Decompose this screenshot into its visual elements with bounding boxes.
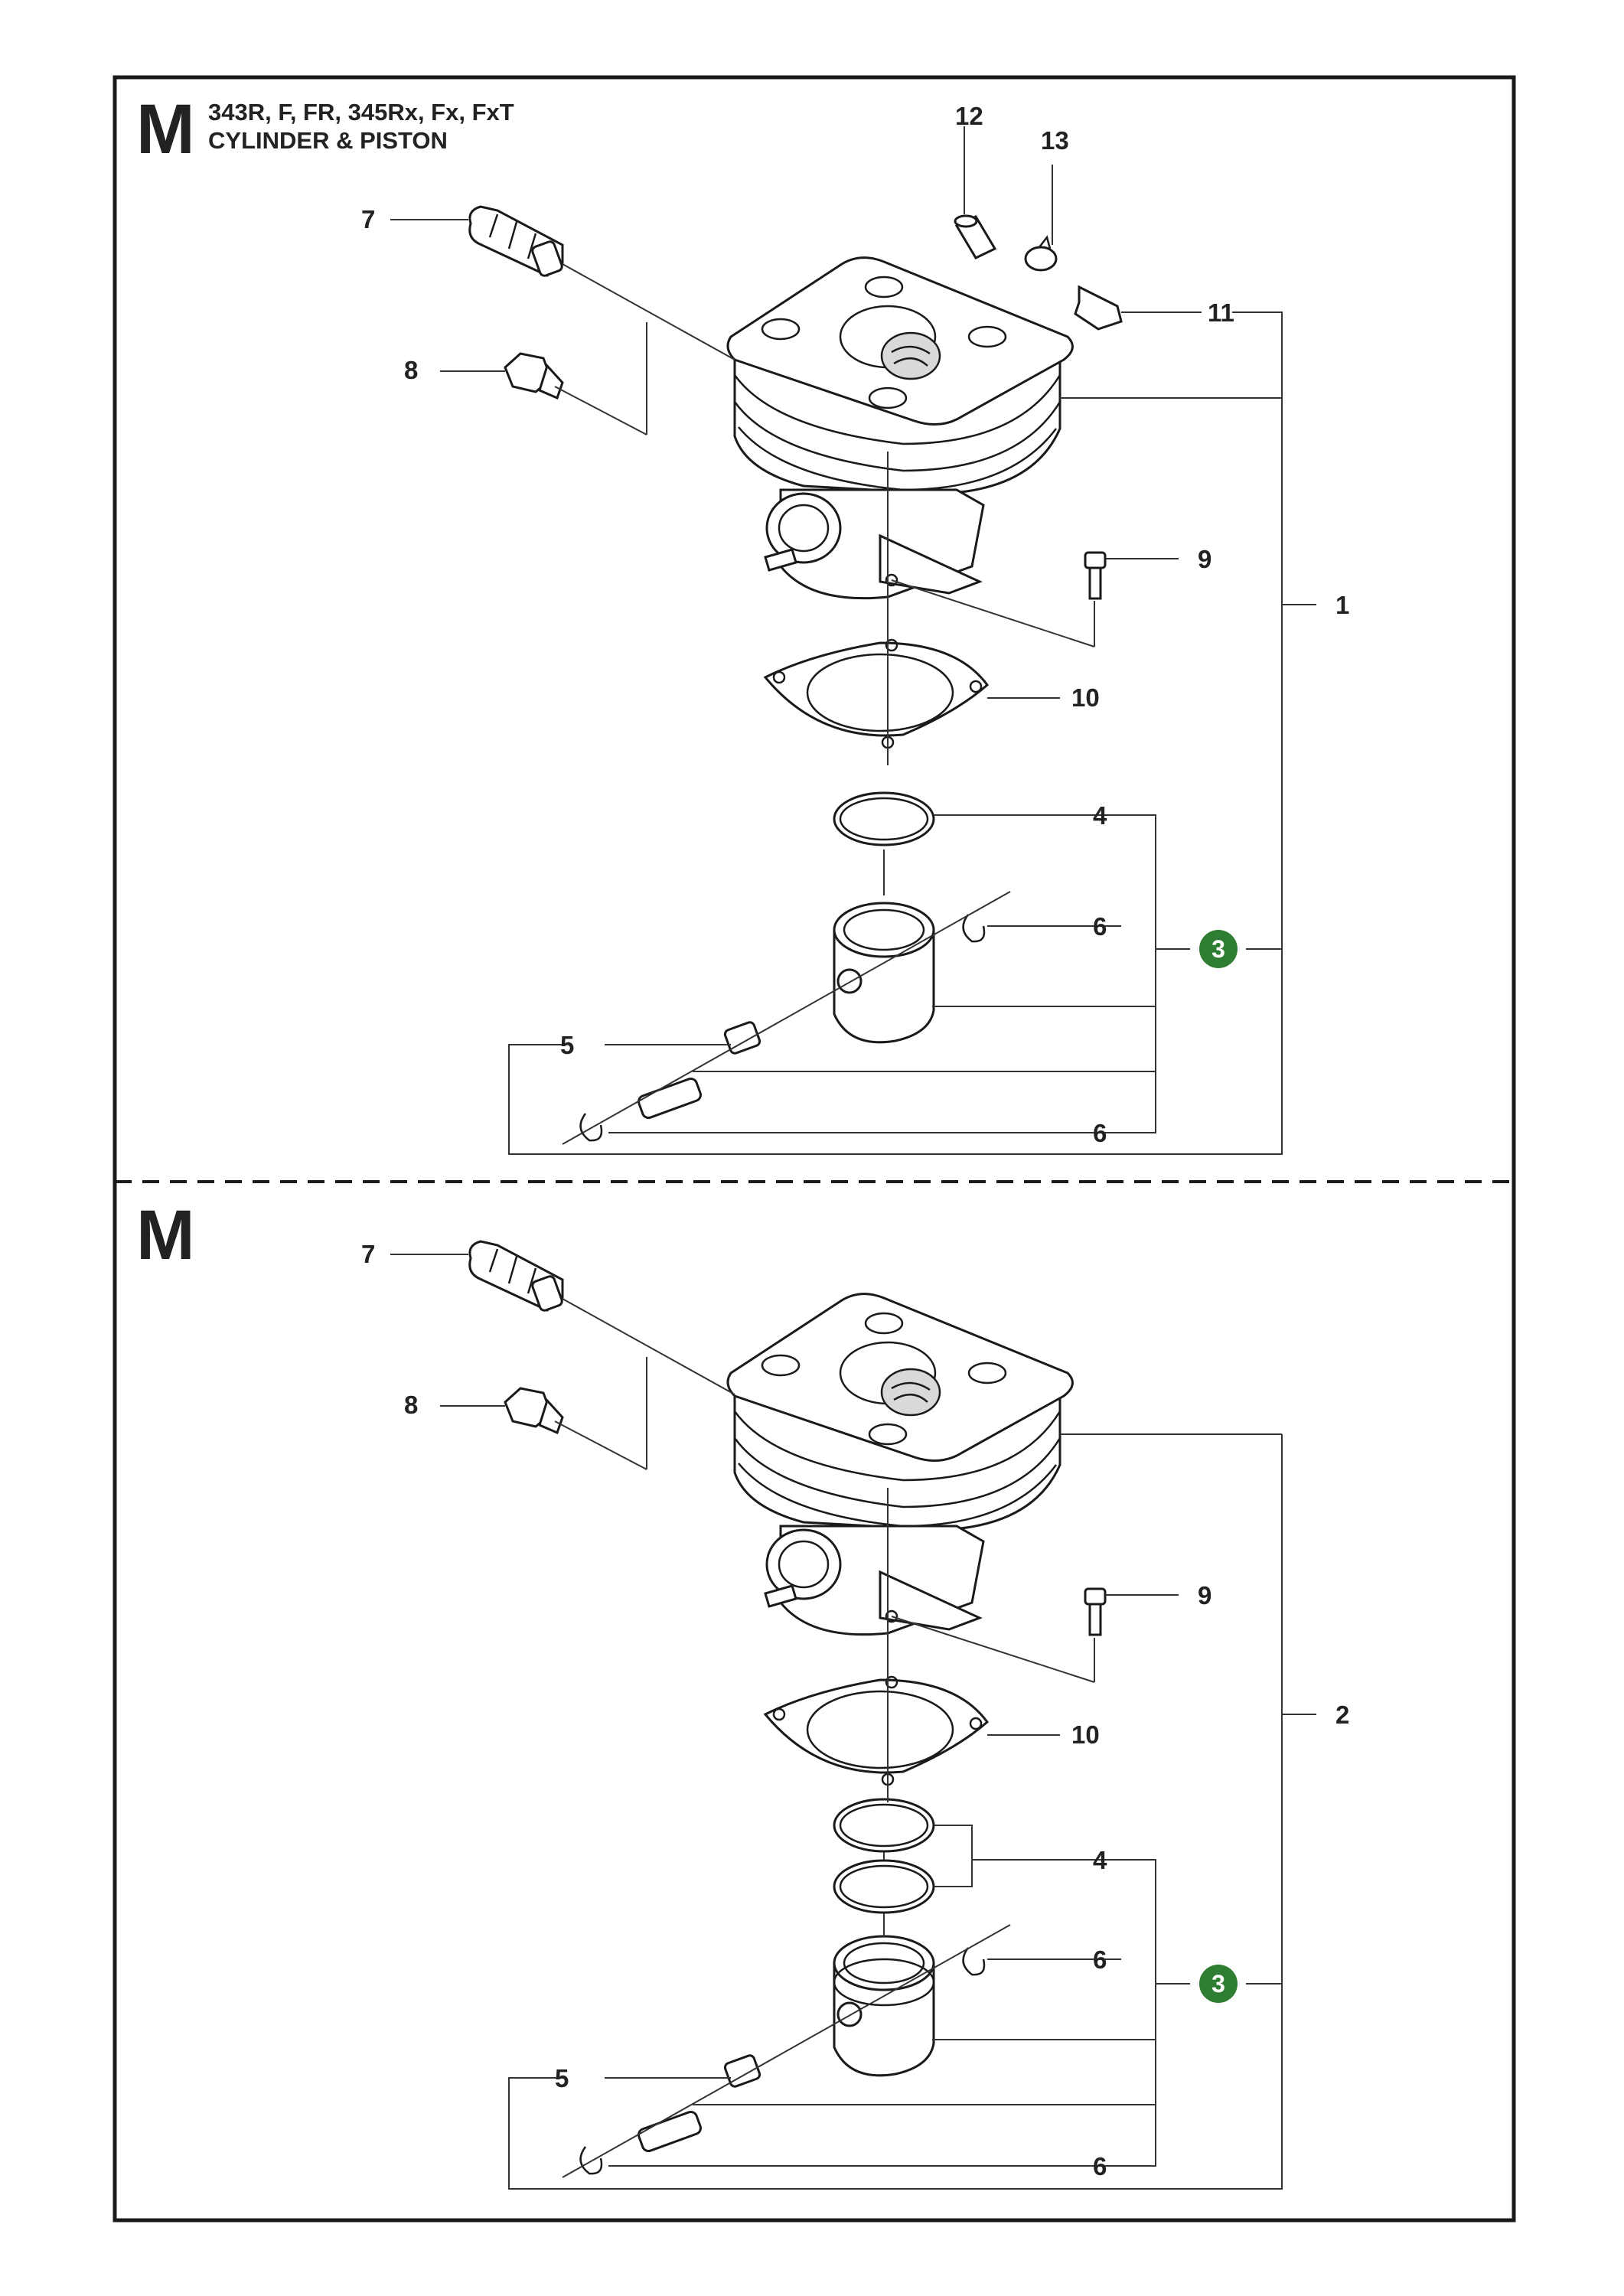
callout-5: 5 <box>560 1031 574 1059</box>
callout-9-bottom: 9 <box>1198 1581 1211 1609</box>
section-title: CYLINDER & PISTON <box>208 127 448 154</box>
piston-drawing <box>833 902 935 1044</box>
callout-4: 4 <box>1093 801 1107 830</box>
part-10-drawing-bottom <box>763 1675 990 1786</box>
callout-10: 10 <box>1071 683 1100 712</box>
part-9-drawing <box>1084 551 1107 600</box>
part-8-drawing <box>504 352 564 400</box>
callout-8-bottom: 8 <box>404 1391 418 1419</box>
callout-3: 3 <box>1211 935 1225 963</box>
callout-3-bottom: 3 <box>1211 1970 1225 1998</box>
section-letter-bottom: M <box>136 1196 195 1274</box>
bottom-leaders <box>390 1254 1316 2190</box>
callout-8: 8 <box>404 356 418 384</box>
callout-1: 1 <box>1335 591 1349 619</box>
parts-11-13-drawing <box>954 214 1123 331</box>
callout-11: 11 <box>1208 298 1234 327</box>
part-9-drawing-bottom <box>1084 1587 1107 1636</box>
callout-13: 13 <box>1041 126 1069 155</box>
callout-7: 7 <box>361 205 375 233</box>
callout-12: 12 <box>955 102 983 130</box>
cylinder-drawing-bottom <box>726 1293 1074 1636</box>
part-6-clips <box>579 914 986 1142</box>
callout-3-badge: 3 <box>1199 930 1238 968</box>
callout-6b: 6 <box>1093 1119 1107 1147</box>
callout-10-bottom: 10 <box>1071 1720 1100 1749</box>
piston-drawing-bottom <box>562 1924 1011 2178</box>
top-assembly: 7 8 12 13 11 9 1 10 4 6 6 5 3 <box>361 102 1349 1155</box>
callout-2: 2 <box>1335 1701 1349 1729</box>
callout-4-bottom: 4 <box>1093 1846 1107 1874</box>
callout-6a-bottom: 6 <box>1093 1945 1107 1974</box>
section-letter-top: M <box>136 90 195 168</box>
page-frame <box>113 75 1516 2223</box>
callout-6a: 6 <box>1093 912 1107 941</box>
part-4-drawing <box>833 791 935 846</box>
callout-6b-bottom: 6 <box>1093 2152 1107 2180</box>
part-10-drawing <box>763 638 990 749</box>
part-4-drawing-bottom <box>833 1798 935 1914</box>
part-5-drawing <box>562 891 1011 1145</box>
bottom-assembly: 7 8 9 2 10 4 6 6 5 3 <box>361 1240 1349 2190</box>
callout-7-bottom: 7 <box>361 1240 375 1268</box>
part-7-drawing-bottom <box>468 1240 564 1435</box>
part-7-drawing <box>468 205 564 277</box>
cylinder-drawing <box>726 256 1074 600</box>
callout-5-bottom: 5 <box>555 2064 569 2092</box>
callout-3-badge-bottom: 3 <box>1199 1965 1238 2003</box>
top-leaders <box>390 126 1316 1155</box>
model-line: 343R, F, FR, 345Rx, Fx, FxT <box>208 99 514 126</box>
callout-9: 9 <box>1198 545 1211 573</box>
